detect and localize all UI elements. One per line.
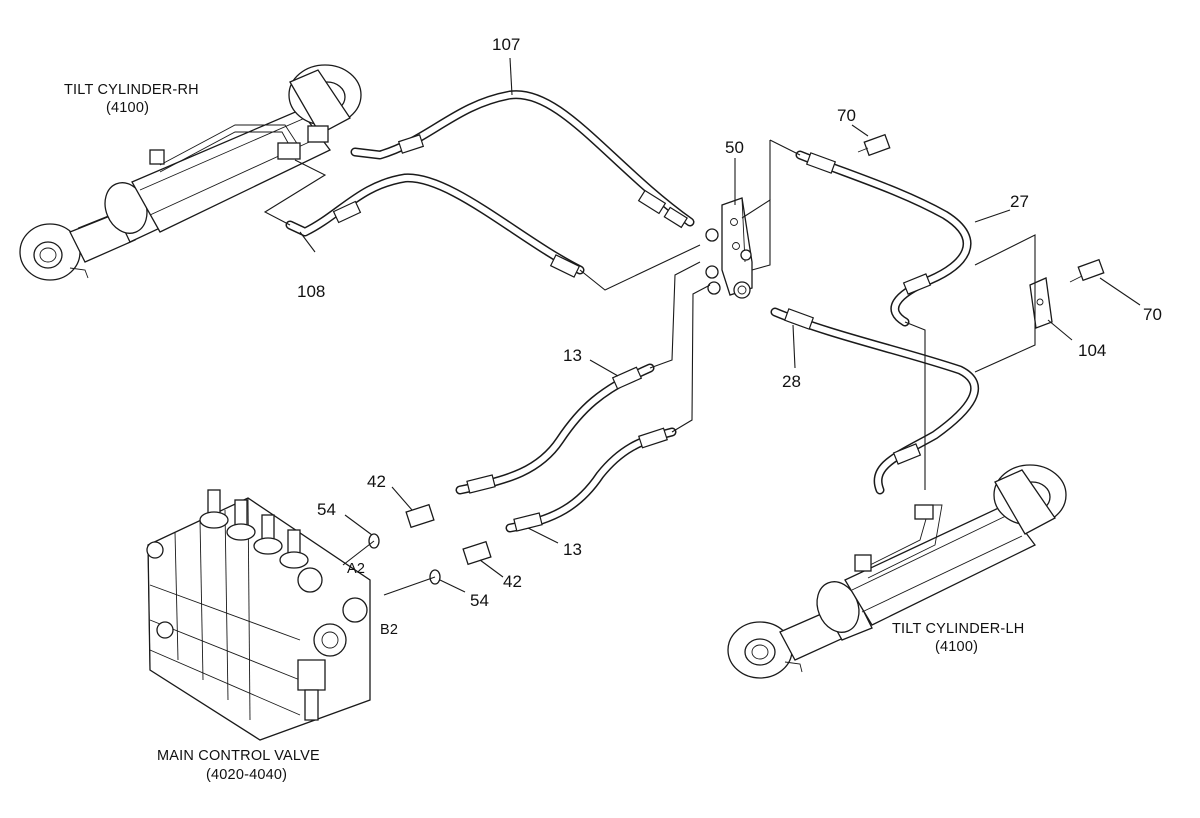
callout-108: 108 [297, 282, 325, 301]
callout-27: 27 [1010, 192, 1029, 211]
tilt-cylinder-lh-caption: TILT CYLINDER-LH [892, 621, 1024, 637]
main-control-valve-code: (4020-4040) [206, 767, 287, 783]
hose-107 [350, 90, 695, 229]
callout-42-lower: 42 [503, 572, 522, 591]
connector-lines [263, 57, 1141, 596]
adapter-42-lower [462, 540, 492, 566]
callout-54-upper: 54 [317, 500, 336, 519]
port-a2-label: A2 [347, 561, 365, 577]
tilt-cylinder-lh-drawing [727, 464, 1067, 679]
main-control-valve-caption: MAIN CONTROL VALVE [157, 748, 320, 764]
manifold-block-50 [705, 197, 753, 299]
callout-28: 28 [782, 372, 801, 391]
hose-108 [285, 173, 585, 278]
callout-42-upper: 42 [367, 472, 386, 491]
tilt-cylinder-rh-caption: TILT CYLINDER-RH [64, 82, 199, 98]
callout-50: 50 [725, 138, 744, 157]
hose-27 [795, 150, 972, 327]
callout-70-top: 70 [837, 106, 856, 125]
callout-107: 107 [492, 35, 520, 54]
callout-104: 104 [1078, 341, 1106, 360]
callout-13-upper: 13 [563, 346, 582, 365]
port-b2-label: B2 [380, 622, 398, 638]
callout-54-lower: 54 [470, 591, 489, 610]
tilt-cylinder-rh-code: (4100) [106, 100, 149, 116]
hose-13-upper [455, 363, 655, 495]
callout-13-lower: 13 [563, 540, 582, 559]
hose-28 [770, 307, 980, 495]
hose-13-lower [505, 427, 677, 533]
tilt-cylinder-lh-code: (4100) [935, 639, 978, 655]
adapter-42-upper [405, 503, 435, 529]
fitting-70-top [857, 133, 891, 157]
main-control-valve-drawing [146, 489, 371, 741]
callout-70-right: 70 [1143, 305, 1162, 324]
fitting-70-right [1069, 258, 1105, 283]
tilt-cylinder-rh-drawing [19, 64, 362, 281]
